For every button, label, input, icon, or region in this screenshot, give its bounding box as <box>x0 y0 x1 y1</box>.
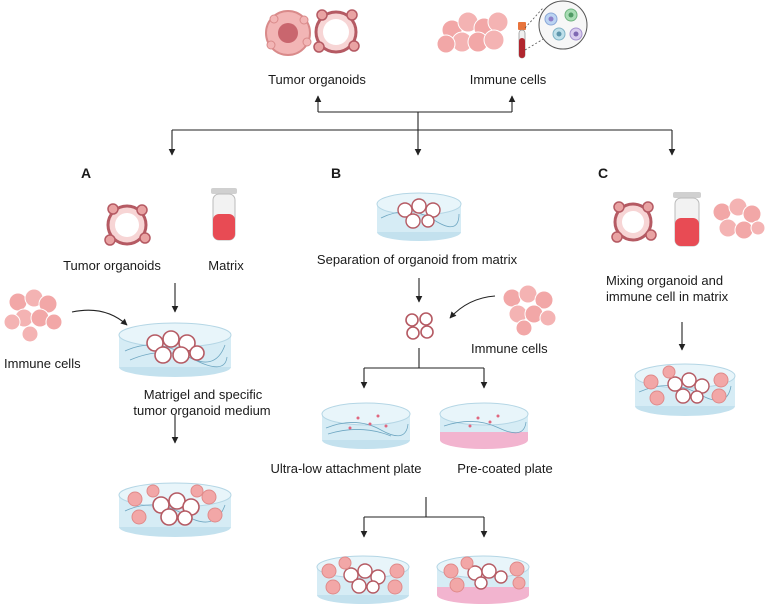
panel-b-dish-pre-coated <box>439 402 529 449</box>
panel-b-split-connector <box>360 348 488 389</box>
panel-a-immune-cells-label: Immune cells <box>4 356 81 371</box>
panel-a-dish-coculture <box>118 482 232 537</box>
panel-b-dish-coculture-ultra-low <box>316 555 410 604</box>
panel-a-immune-arrow <box>71 309 128 326</box>
top-tumor-organoids-label: Tumor organoids <box>268 72 366 87</box>
top-connectors <box>168 95 676 156</box>
top-tumor-organoid-hollow-icon <box>313 9 360 54</box>
panel-a-matrix-tube-icon <box>211 188 237 241</box>
panel-c-letter: C <box>598 165 609 181</box>
panel-b-free-organoids-icon <box>405 312 434 340</box>
panel-b-dish-embedded <box>376 192 462 241</box>
immune-cell-types-zoom-icon <box>524 0 588 51</box>
panel-c-organoid-icon <box>611 201 657 243</box>
panel-a-culture-label-line1: Matrigel and specific <box>143 387 263 402</box>
panel-a-immune-cells-icon <box>3 288 63 343</box>
panel-b-letter: B <box>331 165 342 181</box>
panel-b-dish-coculture-pre-coated <box>436 555 530 604</box>
panel-b-separation-label: Separation of organoid from matrix <box>316 252 518 267</box>
panel-a-letter: A <box>81 165 92 181</box>
panel-b-dish-ultra-low <box>321 402 411 449</box>
panel-b-merge-connector <box>360 497 488 538</box>
panel-b-immune-cells-label: Immune cells <box>471 341 548 356</box>
panel-a-organoid-icon <box>104 203 151 246</box>
top-immune-cells-label: Immune cells <box>469 72 547 87</box>
top-immune-cell-cluster-icon <box>436 11 509 54</box>
panel-a-matrix-label: Matrix <box>208 258 244 273</box>
top-tumor-organoid-solid-icon <box>265 10 312 56</box>
panel-c-mixing-label-line2: immune cell in matrix <box>606 289 729 304</box>
panel-c-immune-cells-icon <box>712 197 766 240</box>
panel-a-culture-label-line2: tumor organoid medium <box>133 403 271 418</box>
panel-a-tumor-organoids-label: Tumor organoids <box>63 258 161 273</box>
panel-c-mixing-label-line1: Mixing organoid and <box>606 273 724 288</box>
panel-b-ultra-low-label: Ultra-low attachment plate <box>270 461 422 476</box>
blood-tube-icon <box>518 22 526 59</box>
panel-a-dish-matrigel <box>118 322 232 377</box>
panel-c-matrix-tube-icon <box>673 192 701 247</box>
panel-b-immune-cells-icon <box>502 284 557 337</box>
panel-b-pre-coated-label: Pre-coated plate <box>457 461 553 476</box>
panel-c-dish-coculture <box>634 363 736 416</box>
panel-b-immune-arrow <box>449 295 496 319</box>
